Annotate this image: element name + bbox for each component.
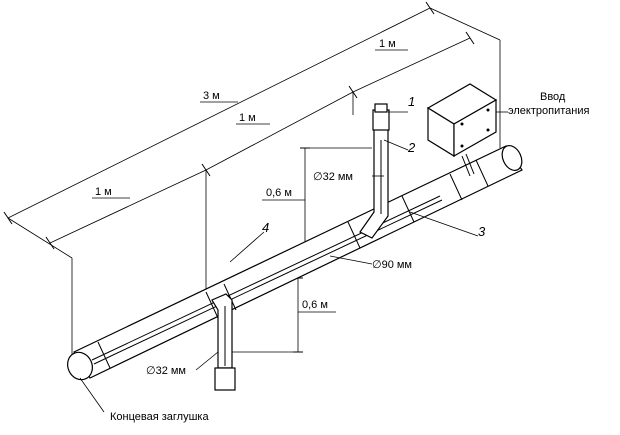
- upper-valve: [372, 109, 390, 131]
- labels: 3 м 1 м 1 м 1 м 0,6 м 0,6 м ∅32 мм ∅90 м…: [95, 38, 589, 423]
- lower-branch: [211, 293, 236, 391]
- leader-3: [409, 211, 479, 237]
- leader-end-cap: [79, 377, 105, 413]
- junction-box: [426, 83, 498, 177]
- extension-3m-left: [7, 217, 73, 259]
- label-upper-diameter: ∅32 мм: [313, 171, 353, 183]
- extension-3m-right: [429, 7, 501, 41]
- leader-lower-diameter: [195, 351, 219, 371]
- label-segment-left: 1 м: [95, 186, 112, 198]
- callout-3: 3: [478, 224, 486, 239]
- callout-4: 4: [262, 220, 269, 235]
- leader-2: [383, 139, 409, 151]
- end-cap: [67, 351, 93, 381]
- label-power-input-line1: Ввод: [540, 91, 566, 103]
- label-total-length: 3 м: [203, 90, 220, 102]
- upper-branch: [359, 103, 390, 239]
- power-cable: [461, 155, 471, 177]
- label-upper-riser-height: 0,6 м: [266, 187, 292, 199]
- dimension-line-1m-top: [352, 37, 471, 93]
- callout-leaders: [79, 111, 508, 413]
- label-main-diameter: ∅90 мм: [372, 259, 412, 271]
- label-power-input-line2: электропитания: [508, 105, 589, 117]
- label-end-cap: Концевая заглушка: [110, 411, 209, 423]
- leader-4: [229, 231, 265, 263]
- junction-box-side: [453, 98, 497, 158]
- label-segment-top: 1 м: [379, 38, 396, 50]
- dimension-lines: [3, 1, 501, 365]
- main-pipe: [67, 145, 523, 381]
- label-segment-mid: 1 м: [239, 112, 256, 124]
- dimension-line-3m: [7, 7, 431, 219]
- dimension-line-1m-left: [49, 169, 207, 244]
- lower-branch-pipe: [211, 293, 233, 369]
- callout-1: 1: [408, 94, 415, 109]
- callout-2: 2: [407, 140, 416, 155]
- label-lower-riser-height: 0,6 м: [302, 299, 328, 311]
- dimension-line-1m-mid: [205, 91, 354, 171]
- leader-main-diameter: [329, 255, 373, 265]
- lower-valve: [214, 367, 236, 391]
- label-lower-diameter: ∅32 мм: [146, 365, 186, 377]
- main-pipe-right-end: [501, 145, 523, 171]
